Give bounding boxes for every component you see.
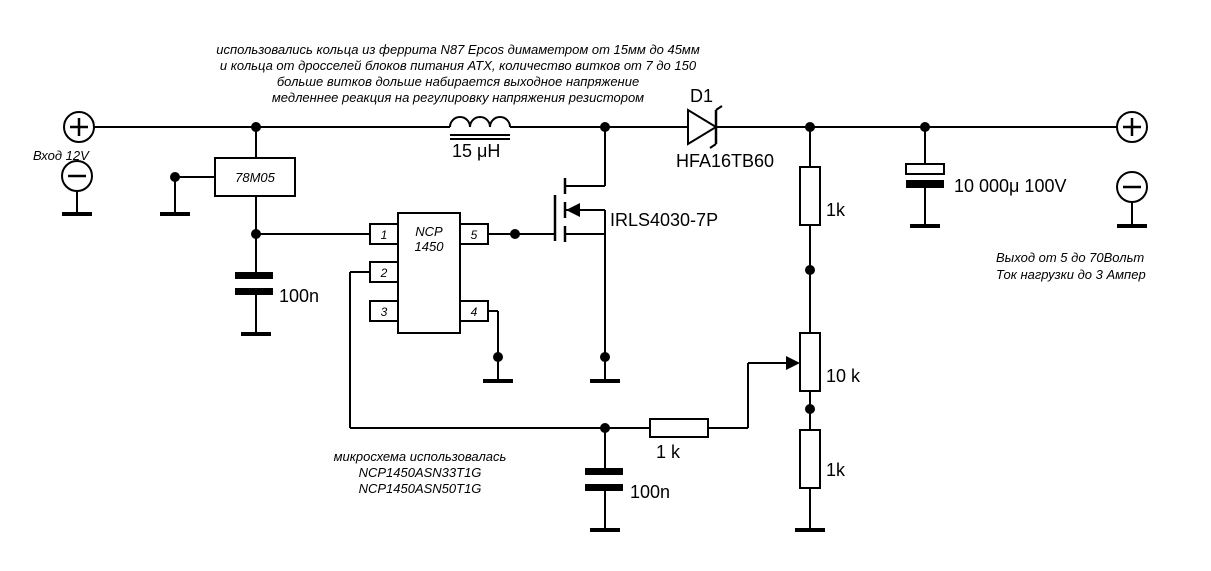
capacitor-100n-left <box>235 234 273 336</box>
junction-dot <box>600 352 610 362</box>
junction-dot <box>600 423 610 433</box>
ic-pin4-ground <box>483 310 513 383</box>
resistor-series-label: 1 k <box>656 442 681 462</box>
potentiometer-label: 10 k <box>826 366 861 386</box>
note-line-3: больше витков дольше набирается выходное… <box>277 74 639 89</box>
cap-bottom-label: 100n <box>630 482 670 502</box>
ic-name-line-1: NCP <box>415 224 443 239</box>
junction-dot <box>510 229 520 239</box>
regulator-78m05 <box>214 157 296 197</box>
note-line-4: медленнее реакция на регулировку напряже… <box>272 90 644 105</box>
input-label: Вход 12V <box>33 148 90 163</box>
mosfet-symbol <box>553 127 620 383</box>
regulator-ground <box>160 176 215 216</box>
chip-note-1: микросхема использовалась <box>334 449 507 464</box>
mosfet-label: IRLS4030-7P <box>610 210 718 230</box>
ic-pin-1-label: 1 <box>381 228 388 242</box>
input-plus-terminal <box>63 111 95 143</box>
output-note-1: Выход от 5 до 70Вольт <box>996 250 1144 265</box>
cap-left-label: 100n <box>279 286 319 306</box>
cap-output-label: 10 000μ 100V <box>954 176 1066 196</box>
resistor-series-1k <box>649 418 709 438</box>
junction-dot <box>600 122 610 132</box>
chip-note-2: NCP1450ASN33T1G <box>359 465 482 480</box>
ic-pin-2-label: 2 <box>380 266 388 280</box>
junction-dot <box>170 172 180 182</box>
resistor-bottom-label: 1k <box>826 460 846 480</box>
diode-symbol <box>687 105 723 149</box>
output-minus-terminal <box>1116 171 1148 228</box>
junction-dot <box>493 352 503 362</box>
resistor-bottom-1k <box>799 429 821 489</box>
junction-dots <box>170 122 930 433</box>
ic-pin-5-label: 5 <box>471 228 478 242</box>
note-line-1: использовались кольца из феррита N87 Epc… <box>216 42 700 57</box>
ic-name-line-2: 1450 <box>415 239 445 254</box>
ic-pin-4-label: 4 <box>471 305 478 319</box>
inductor-label: 15 μH <box>452 141 500 161</box>
ic-pin-3-label: 3 <box>381 305 388 319</box>
resistor-top-1k <box>799 166 821 226</box>
note-line-2: и кольца от дросселей блоков питания ATX… <box>220 58 697 73</box>
junction-dot <box>920 122 930 132</box>
ic-ncp1450 <box>397 212 461 334</box>
potentiometer-10k <box>799 332 821 392</box>
input-minus-terminal <box>61 160 93 216</box>
diode-part: HFA16TB60 <box>676 151 774 171</box>
diode-ref: D1 <box>690 86 713 106</box>
junction-dot <box>251 122 261 132</box>
junction-dot <box>805 122 815 132</box>
junction-dot <box>805 404 815 414</box>
resistor-top-label: 1k <box>826 200 846 220</box>
chip-note-3: NCP1450ASN50T1G <box>359 481 482 496</box>
ic-pin-3 <box>369 300 399 322</box>
wiper-arrow <box>786 356 800 370</box>
regulator-label: 78M05 <box>235 170 276 185</box>
junction-dot <box>805 265 815 275</box>
capacitor-output <box>905 127 945 228</box>
inductor-symbol <box>449 116 511 140</box>
ic-pin-1 <box>369 223 399 245</box>
capacitor-100n-bottom <box>585 428 623 532</box>
design-notes: использовались кольца из феррита N87 Epc… <box>216 42 700 105</box>
junction-dot <box>251 229 261 239</box>
output-note-2: Ток нагрузки до 3 Ампер <box>996 267 1146 282</box>
output-plus-terminal <box>1116 111 1148 143</box>
